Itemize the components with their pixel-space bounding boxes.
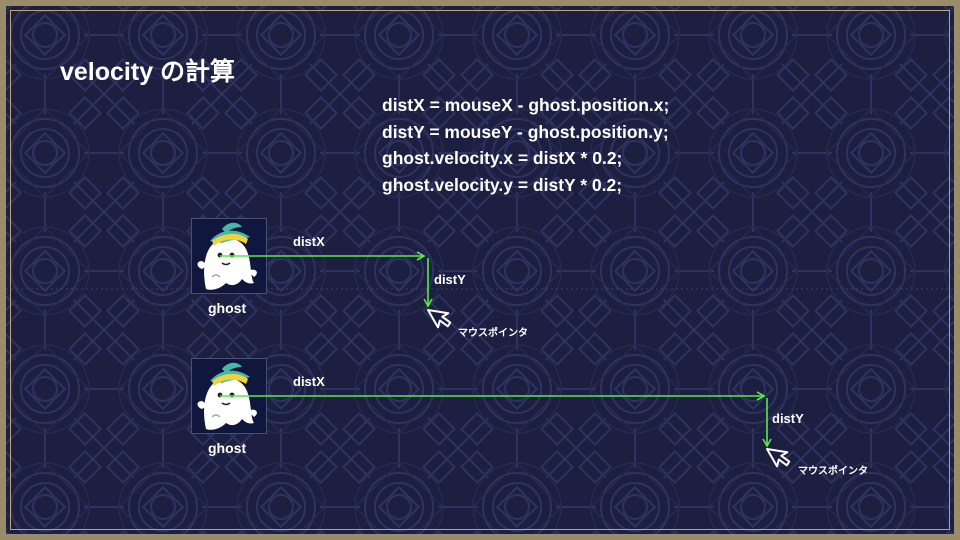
ghost-icon: [197, 222, 257, 290]
ghost-icon: [197, 362, 257, 430]
diagram-arrows: [220, 251, 791, 468]
pointer-label-bottom: マウスポインタ: [798, 466, 868, 477]
background-pattern: [6, 6, 954, 534]
code-line: ghost.velocity.y = distY * 0.2;: [382, 174, 623, 195]
slide: velocity の計算 distX = mouseX - ghost.posi…: [6, 6, 954, 534]
mouse-pointer-icon: [427, 309, 452, 329]
pointer-label-top: マウスポインタ: [458, 328, 528, 339]
code-block: distX = mouseX - ghost.position.x; distY…: [382, 92, 669, 198]
disty-label-bottom: distY: [772, 411, 804, 426]
code-line: distY = mouseY - ghost.position.y;: [382, 121, 669, 142]
distx-label-top: distX: [293, 234, 325, 249]
slide-title: velocity の計算: [60, 58, 236, 86]
distx-label-bottom: distX: [293, 374, 325, 389]
ghost-label-bottom: ghost: [208, 440, 247, 456]
mouse-pointer-icon: [766, 448, 791, 468]
disty-label-top: distY: [434, 272, 466, 287]
code-line: ghost.velocity.x = distX * 0.2;: [382, 148, 623, 168]
ghost-label-top: ghost: [208, 300, 247, 316]
code-line: distX = mouseX - ghost.position.x;: [382, 95, 670, 115]
